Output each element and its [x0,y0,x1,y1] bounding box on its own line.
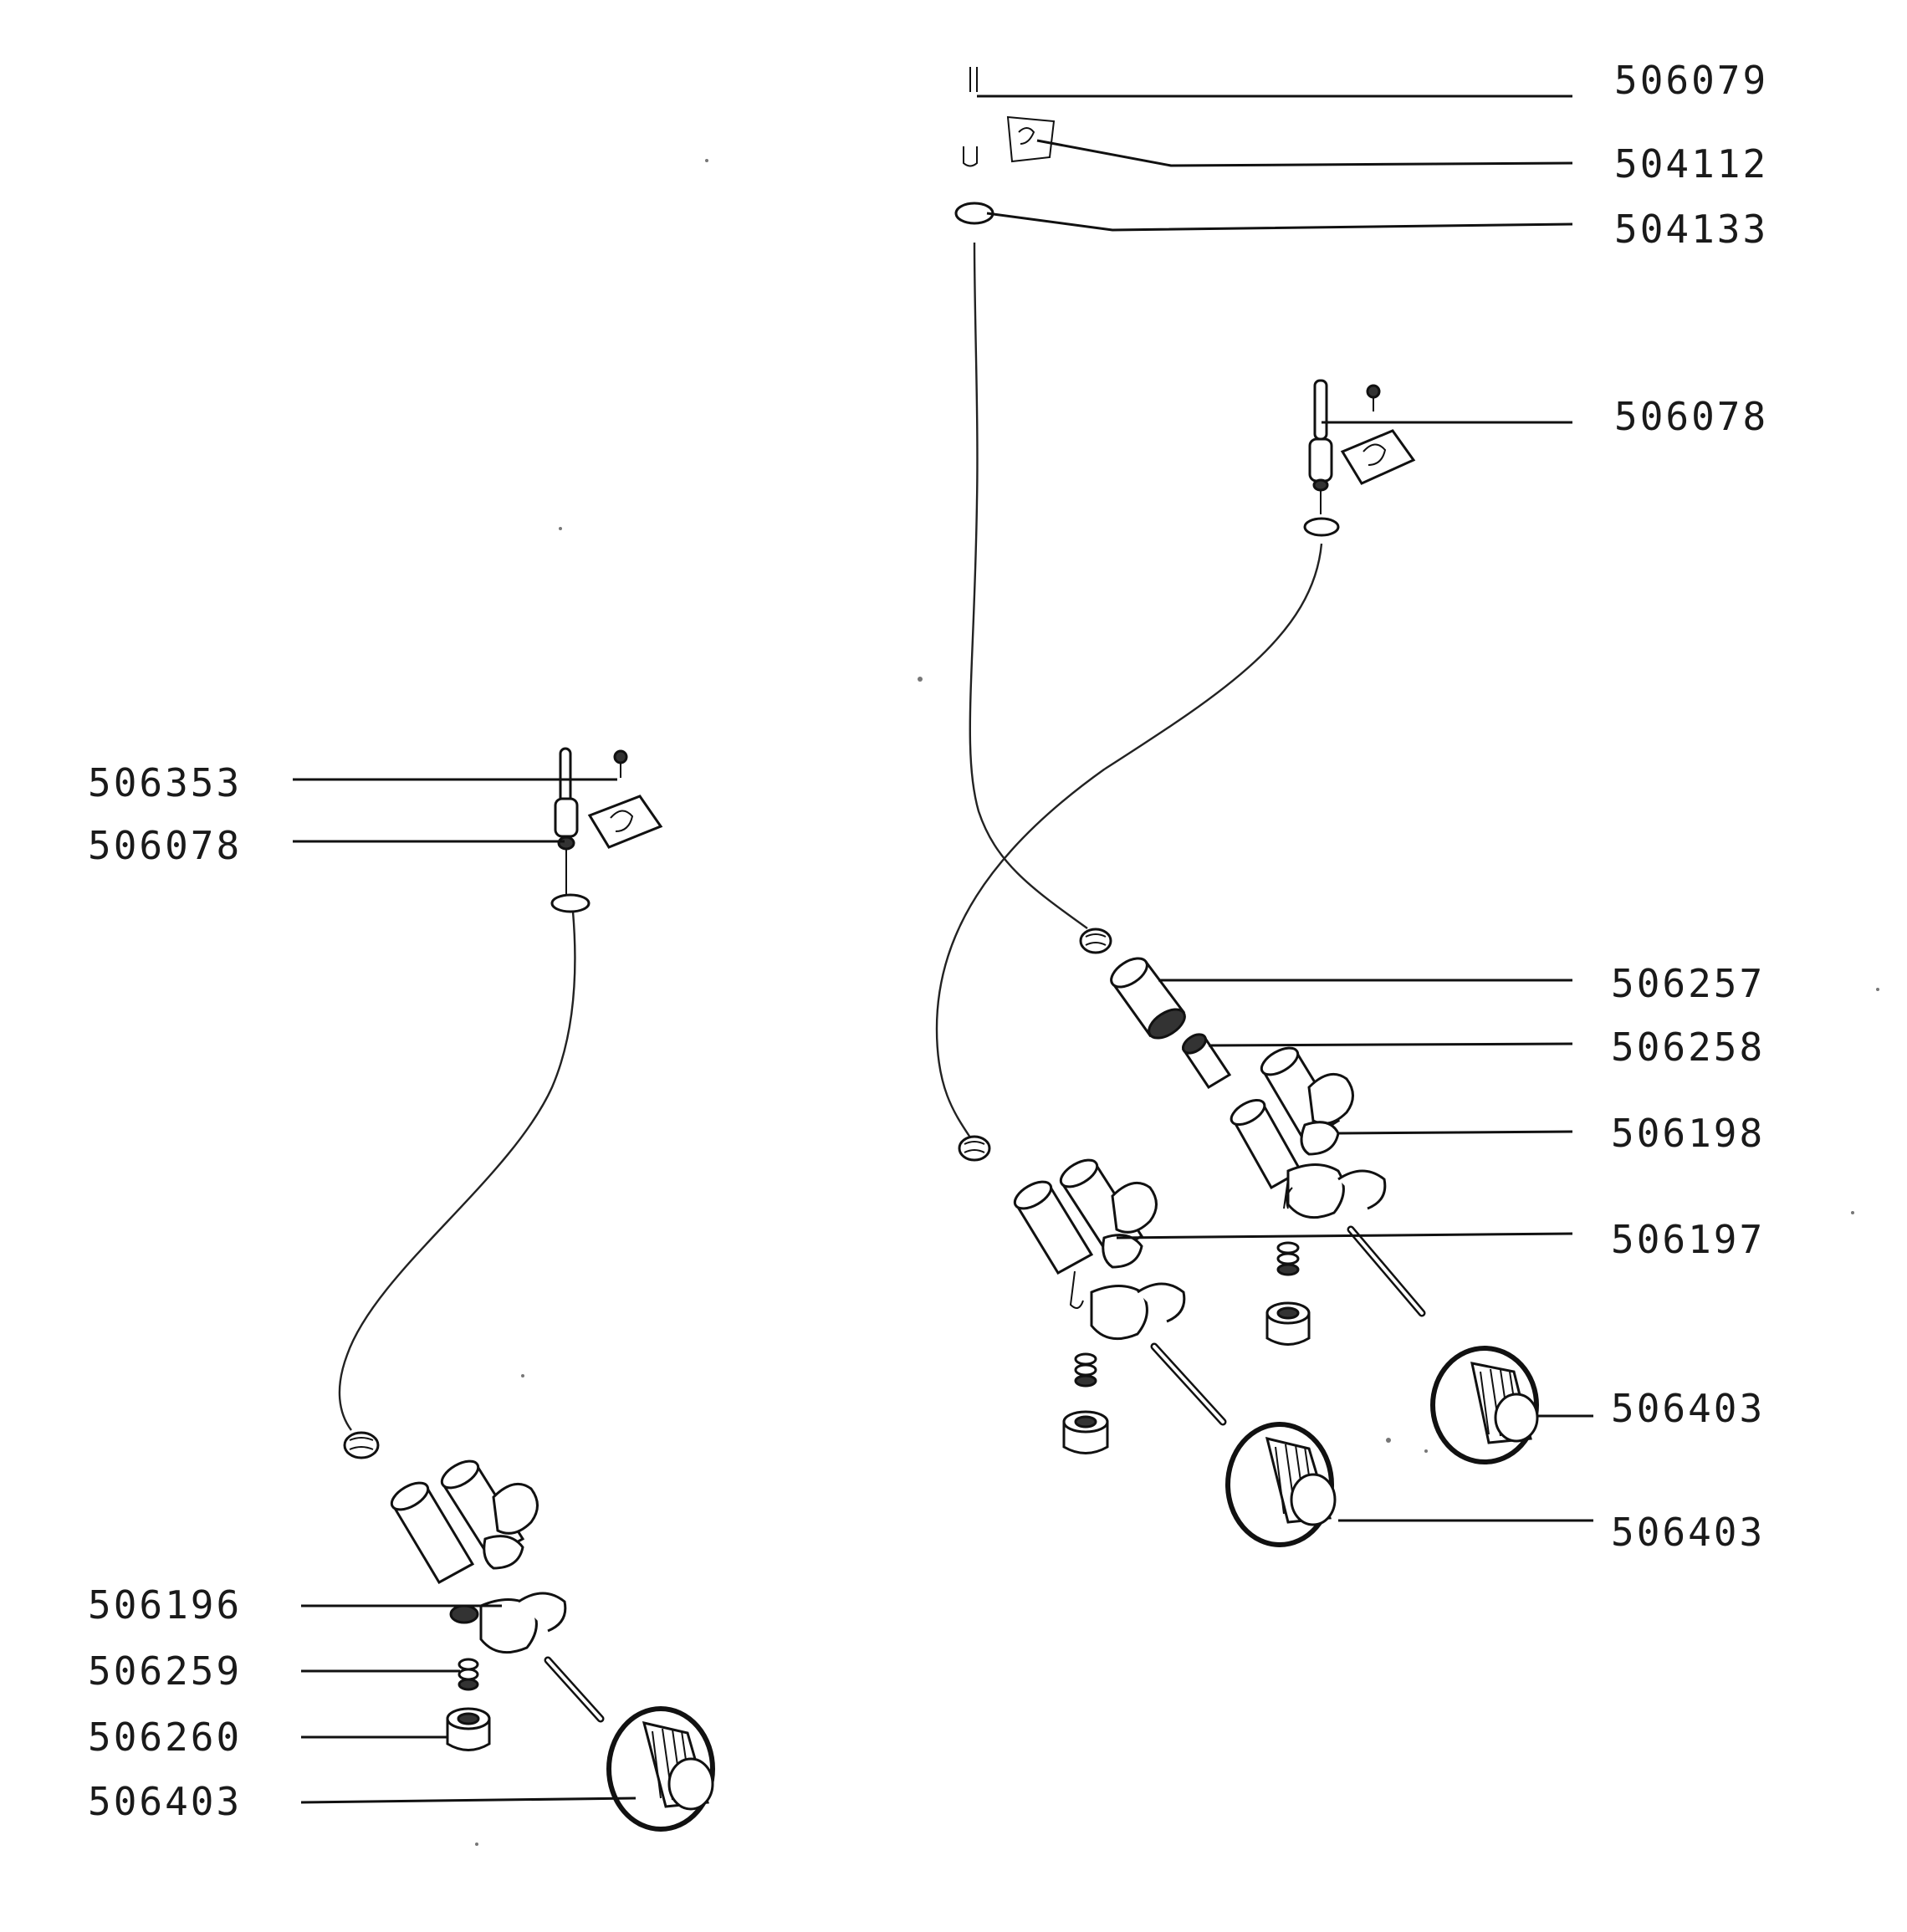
thermocouple-tip-left [554,747,579,895]
thermocouple-tip-top [963,67,978,167]
label-506353: 506353 [88,760,242,805]
thermocouple-cable-left [338,911,576,1431]
sleeve-506257-icon [1110,957,1186,1040]
thermocouple-cable-right-a [969,242,1088,929]
scan-specks [475,159,1879,1846]
gas-valve-506197-icon [1013,1158,1227,1426]
label-506079: 506079 [1614,58,1768,103]
label-506403-right-a: 506403 [1611,1386,1765,1431]
label-506260: 506260 [88,1715,242,1760]
cable-nut-icon-upper [1079,928,1112,954]
clip-504112-icon [1006,115,1056,163]
label-506258: 506258 [1611,1025,1765,1070]
clip-icon-right [1340,429,1416,485]
washer-icon-right [1303,517,1340,537]
leader-lines [293,95,1593,1804]
spring-icon-middle [1074,1352,1097,1388]
screw-icon-left [613,749,628,778]
screw-icon-right [1366,384,1381,411]
label-506259: 506259 [88,1648,242,1694]
label-506257: 506257 [1611,961,1765,1006]
nut-506258-icon [1181,1033,1232,1090]
label-506196: 506196 [88,1582,242,1628]
washer-icon-left [550,893,591,913]
gas-valve-506198-icon [1230,1046,1426,1317]
label-504112: 504112 [1614,141,1768,187]
bushing-icon-middle [1062,1410,1109,1454]
bushing-506260-icon [446,1707,491,1751]
cable-nut-icon-right [958,1135,991,1162]
label-506198: 506198 [1611,1111,1765,1156]
spring-506259-icon [458,1658,479,1691]
label-506403-right-b: 506403 [1611,1510,1765,1555]
thermocouple-cable-right-b [935,543,1323,1138]
knob-506403-icon-right [1430,1346,1539,1464]
label-506197: 506197 [1611,1217,1765,1262]
bushing-icon-right [1265,1301,1311,1346]
label-506078-right: 506078 [1614,394,1768,439]
gas-valve-506196-icon [390,1459,605,1723]
knob-506403-icon-left [606,1706,715,1832]
spring-icon-right [1276,1241,1300,1276]
cable-nut-icon-left [343,1431,380,1459]
label-506078-left: 506078 [88,823,242,868]
label-506403-left: 506403 [88,1779,242,1824]
thermocouple-tip-right [1308,379,1333,514]
knob-506403-icon-middle [1225,1422,1337,1547]
clip-icon-left [587,795,663,849]
label-504133: 504133 [1614,207,1768,252]
